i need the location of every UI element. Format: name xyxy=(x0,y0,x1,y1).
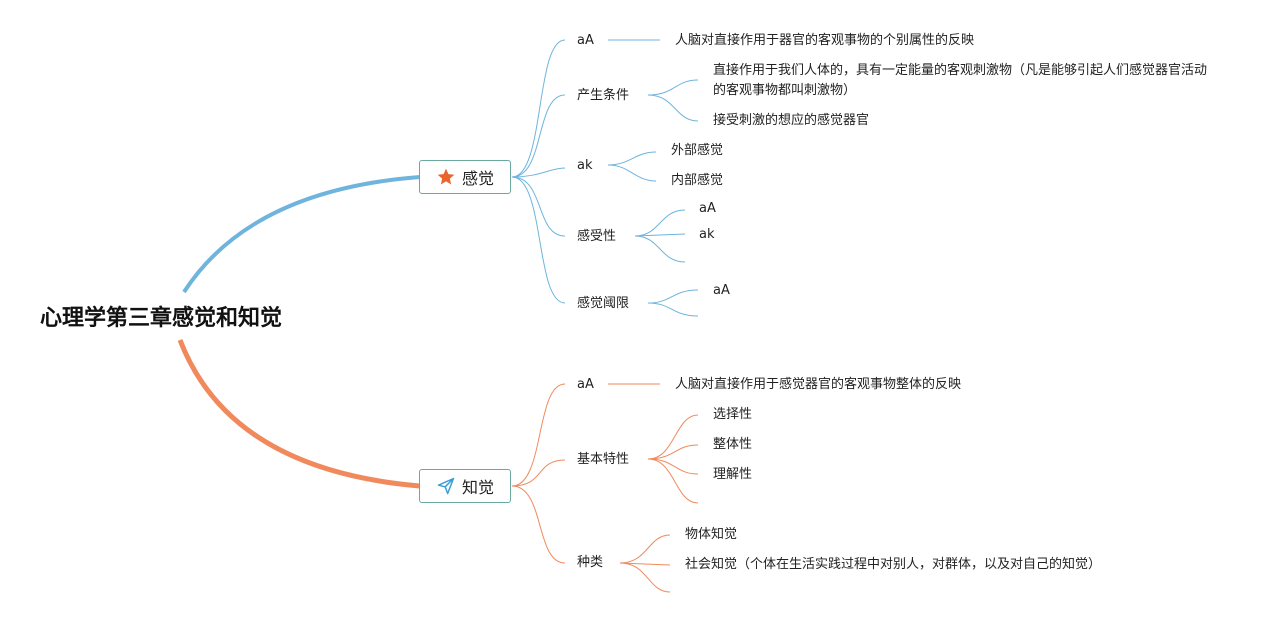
link-s-recep-3 xyxy=(634,235,686,263)
s-thresh-label[interactable]: 感觉阈限 xyxy=(577,296,630,311)
link-s-recep-1 xyxy=(634,209,686,237)
link-p-trait-1 xyxy=(647,414,699,460)
branch-sensation xyxy=(182,175,421,294)
p-kind-1[interactable]: 物体知觉 xyxy=(685,527,738,542)
link-p-traits xyxy=(511,459,566,487)
topic-sensation[interactable]: 感觉 xyxy=(419,160,511,194)
s-recep-2[interactable]: ak xyxy=(699,227,715,242)
star-icon xyxy=(436,167,456,187)
s-recep-label[interactable]: 感受性 xyxy=(577,229,617,244)
link-p-trait-3 xyxy=(647,458,699,475)
root-title[interactable]: 心理学第三章感觉和知觉 xyxy=(40,306,283,331)
p-trait-1[interactable]: 选择性 xyxy=(713,407,753,422)
link-s-thresh-1 xyxy=(647,289,699,304)
link-s-type-outer xyxy=(607,151,657,166)
link-p-kinds xyxy=(511,485,566,564)
link-p-trait-4 xyxy=(647,458,699,504)
s-type-outer[interactable]: 外部感觉 xyxy=(671,143,724,158)
link-s-types xyxy=(511,167,566,178)
p-def-label[interactable]: aA xyxy=(577,377,594,392)
link-s-cond xyxy=(511,94,566,178)
link-s-cond-2 xyxy=(647,94,699,122)
s-cond-1[interactable]: 直接作用于我们人体的，具有一定能量的客观刺激物（凡是能够引起人们感觉器官活动的客… xyxy=(713,63,1208,98)
p-traits-label[interactable]: 基本特性 xyxy=(577,452,630,467)
s-def-text[interactable]: 人脑对直接作用于器官的客观事物的个别属性的反映 xyxy=(675,33,975,48)
link-p-def xyxy=(511,383,566,487)
s-cond-2[interactable]: 接受刺激的想应的感觉器官 xyxy=(713,113,870,128)
s-thresh-1[interactable]: aA xyxy=(713,283,730,298)
paper-plane-icon xyxy=(436,476,456,496)
link-p-kind-2 xyxy=(619,562,671,566)
p-def-text[interactable]: 人脑对直接作用于感觉器官的客观事物整体的反映 xyxy=(675,377,962,392)
link-p-kind-3 xyxy=(619,562,671,593)
s-recep-1[interactable]: aA xyxy=(699,201,716,216)
link-s-recep-2 xyxy=(634,233,686,237)
p-kind-2[interactable]: 社会知觉（个体在生活实践过程中对别人，对群体，以及对自己的知觉） xyxy=(685,557,1102,572)
topic-perception-label: 知觉 xyxy=(461,478,494,497)
link-p-kind-1 xyxy=(619,534,671,564)
link-s-cond-1 xyxy=(647,79,699,96)
p-trait-3[interactable]: 理解性 xyxy=(713,467,753,482)
link-s-recep xyxy=(511,176,566,237)
link-s-def xyxy=(511,39,566,178)
link-s-type-inner xyxy=(607,164,657,182)
s-types-label[interactable]: ak xyxy=(577,158,593,173)
link-p-trait-2 xyxy=(647,444,699,460)
topic-sensation-label: 感觉 xyxy=(461,169,494,188)
link-s-thresh-2 xyxy=(647,302,699,317)
link-s-thresh xyxy=(511,176,566,304)
topic-perception[interactable]: 知觉 xyxy=(419,469,511,503)
p-trait-2[interactable]: 整体性 xyxy=(713,437,753,452)
s-def-label[interactable]: aA xyxy=(577,33,594,48)
s-cond-label[interactable]: 产生条件 xyxy=(577,88,630,103)
p-kinds-label[interactable]: 种类 xyxy=(577,555,604,570)
s-type-inner[interactable]: 内部感觉 xyxy=(671,173,724,188)
branch-perception xyxy=(177,339,421,489)
